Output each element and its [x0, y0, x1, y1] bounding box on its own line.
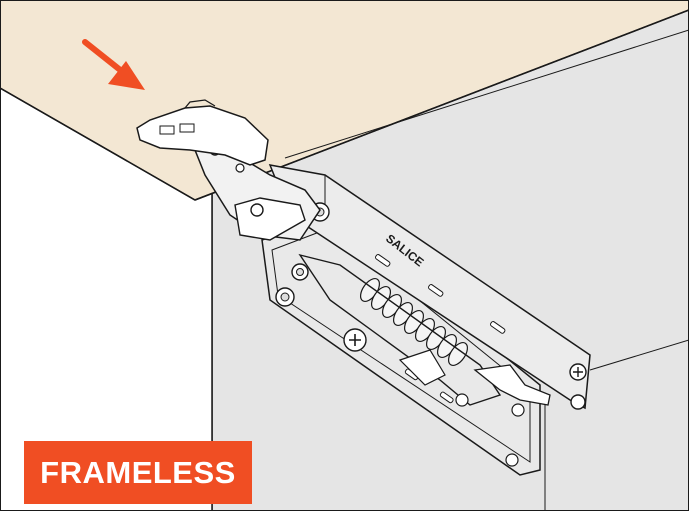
screw — [505, 453, 519, 467]
plate-slot — [375, 254, 391, 267]
cabinet-right-edge — [589, 339, 689, 371]
plate-slot — [439, 391, 454, 404]
screw — [291, 263, 309, 281]
door-bracket-slot — [159, 125, 175, 135]
countertop-edge — [0, 87, 196, 201]
screw — [511, 403, 525, 417]
screw — [570, 394, 586, 410]
bottom-clip — [473, 364, 551, 406]
screw — [275, 287, 295, 307]
arrow-down-right-icon — [82, 39, 145, 90]
door-bracket-lip — [184, 99, 216, 109]
plate-slot — [428, 284, 444, 297]
cabinet-inner-edge — [284, 29, 689, 159]
spring-coil — [359, 278, 469, 366]
middle-clip — [398, 349, 446, 386]
spring-housing — [298, 253, 502, 406]
arm-pivot — [235, 163, 245, 173]
plate-slot — [490, 321, 506, 334]
screw — [569, 363, 587, 381]
frameless-badge: FRAMELESS — [24, 441, 252, 504]
arm-pivot — [250, 203, 264, 217]
screw — [343, 328, 367, 352]
screw — [455, 393, 469, 407]
door-bracket-slot — [179, 123, 195, 133]
